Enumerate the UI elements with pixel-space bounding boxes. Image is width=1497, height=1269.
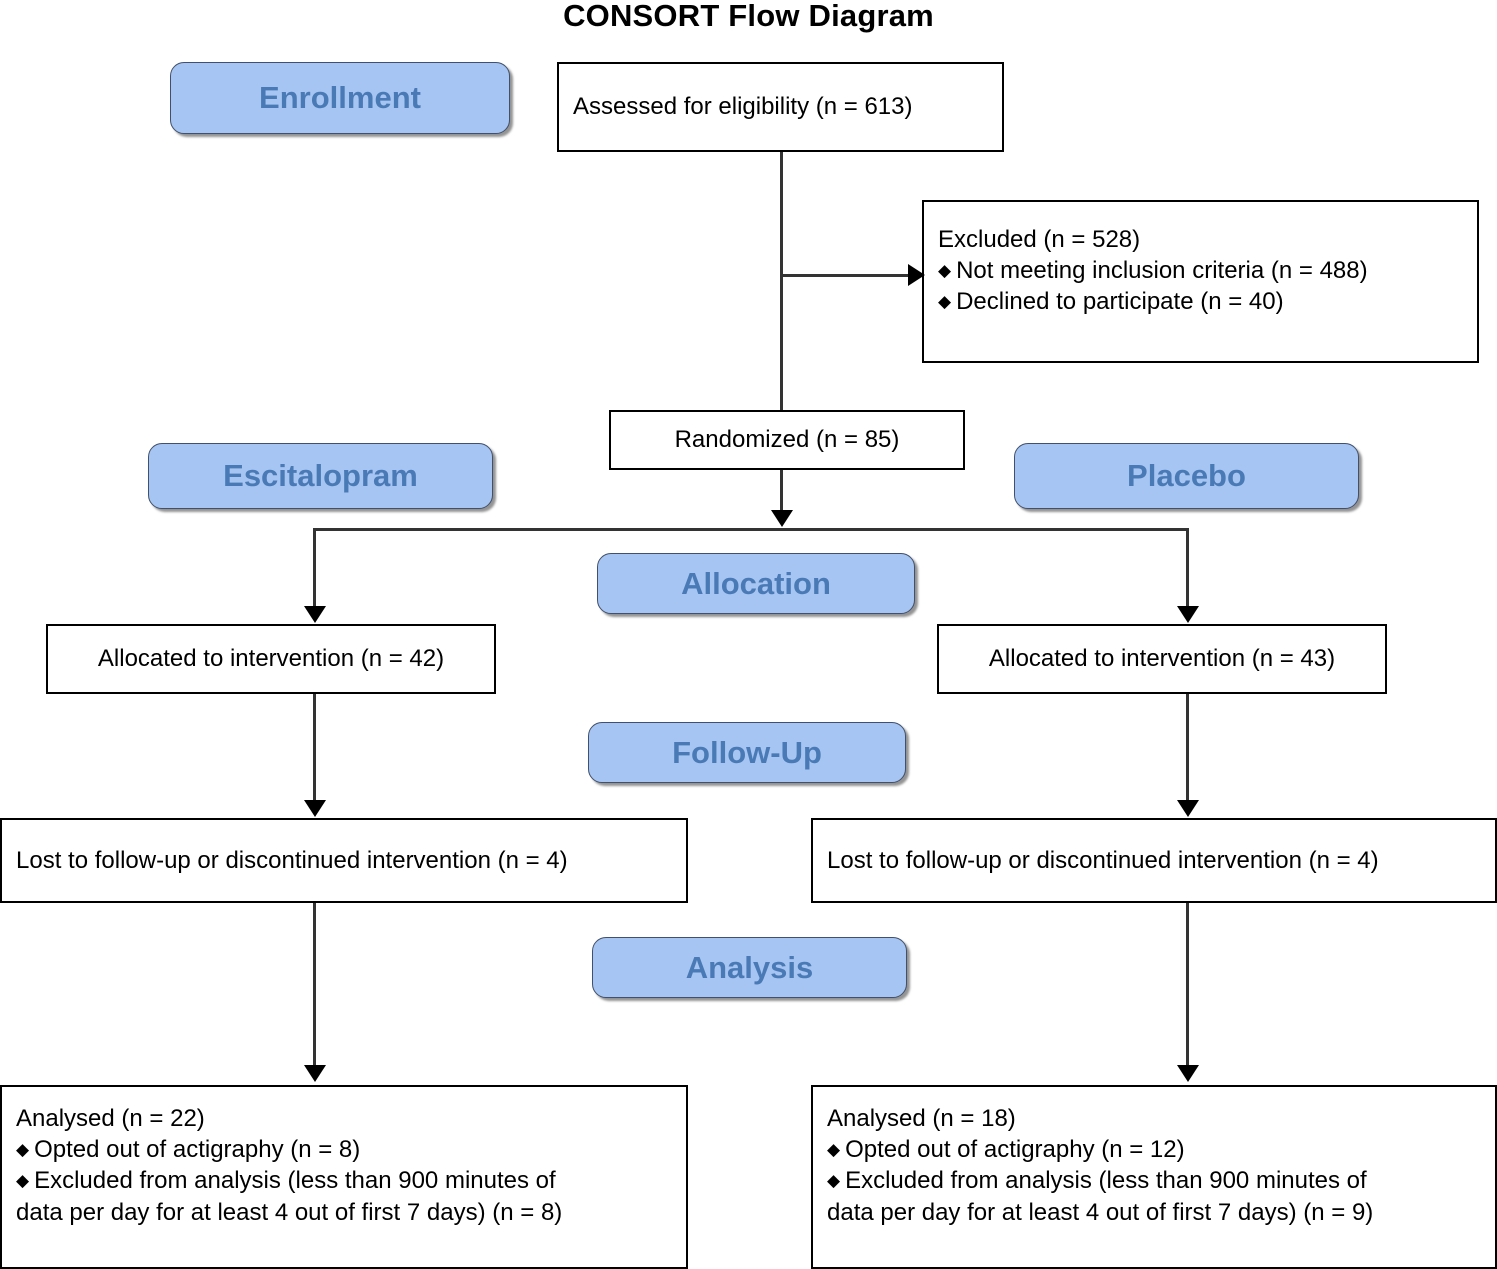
stage-label-allocation: Allocation [681,565,831,601]
stage-label-placebo: Placebo [1127,458,1246,493]
connector-allocated-right-to-lost-right [1186,694,1189,802]
stage-label-escitalopram: Escitalopram [223,458,418,493]
connector-lost-right-to-analysed-right [1186,903,1189,1067]
arrowhead-randomized-to-split [771,510,793,527]
stage-badge-placebo[interactable]: Placebo [1014,443,1359,509]
analysed-left-bullet-2: ◆Excluded from analysis (less than 900 m… [16,1167,556,1195]
excluded-bullet-2: ◆Declined to participate (n = 40) [938,288,1284,316]
bullet-diamond-icon: ◆ [16,1171,30,1191]
bullet-diamond-icon: ◆ [827,1171,841,1191]
allocation-split-bar [313,528,1188,531]
analysed-right-bullet-2-cont: data per day for at least 4 out of first… [827,1198,1374,1226]
bullet-diamond-icon: ◆ [16,1140,30,1160]
allocated-right-text: Allocated to intervention (n = 43) [988,645,1336,673]
connector-to-excluded [780,274,913,277]
arrowhead-analysed-right [1177,1065,1199,1082]
node-randomized: Randomized (n = 85) [609,410,965,470]
excluded-heading: Excluded (n = 528) [938,226,1141,253]
arrowhead-allocated-right [1177,606,1199,623]
arrowhead-lost-left [304,800,326,817]
analysed-right-heading: Analysed (n = 18) [827,1105,1016,1132]
arrowhead-analysed-left [304,1065,326,1082]
node-analysed-left: Analysed (n = 22) ◆Opted out of actigrap… [0,1085,688,1269]
excluded-bullet-1: ◆Not meeting inclusion criteria (n = 488… [938,257,1368,285]
connector-split-to-allocated-left [313,528,316,612]
node-analysed-right: Analysed (n = 18) ◆Opted out of actigrap… [811,1085,1497,1269]
connector-allocated-left-to-lost-left [313,694,316,802]
analysed-left-heading: Analysed (n = 22) [16,1105,205,1132]
stage-label-analysis: Analysis [685,949,814,985]
stage-label-followup: Follow-Up [672,734,822,770]
node-excluded: Excluded (n = 528) ◆Not meeting inclusio… [922,200,1479,363]
assessed-text: Assessed for eligibility (n = 613) [573,93,913,121]
arrowhead-to-excluded [908,264,925,286]
connector-lost-left-to-analysed-left [313,903,316,1067]
randomized-text: Randomized (n = 85) [674,426,900,454]
stage-badge-allocation[interactable]: Allocation [597,553,915,614]
arrowhead-allocated-left [304,606,326,623]
analysed-right-bullet-2: ◆Excluded from analysis (less than 900 m… [827,1167,1367,1195]
analysed-right-bullet-1: ◆Opted out of actigraphy (n = 12) [827,1136,1185,1164]
stage-badge-followup[interactable]: Follow-Up [588,722,906,783]
node-lost-right: Lost to follow-up or discontinued interv… [811,818,1497,903]
page-title: CONSORT Flow Diagram [563,0,934,33]
connector-assessed-to-randomized [780,150,783,410]
bullet-diamond-icon: ◆ [827,1140,841,1160]
node-allocated-right: Allocated to intervention (n = 43) [937,624,1387,694]
analysed-left-bullet-1: ◆Opted out of actigraphy (n = 8) [16,1136,361,1164]
allocated-left-text: Allocated to intervention (n = 42) [97,645,445,673]
stage-label-enrollment: Enrollment [259,80,421,115]
node-lost-left: Lost to follow-up or discontinued interv… [0,818,688,903]
node-allocated-left: Allocated to intervention (n = 42) [46,624,496,694]
arrowhead-lost-right [1177,800,1199,817]
stage-badge-escitalopram[interactable]: Escitalopram [148,443,493,509]
lost-left-text: Lost to follow-up or discontinued interv… [16,846,568,874]
connector-randomized-to-split [780,468,783,512]
node-assessed-for-eligibility: Assessed for eligibility (n = 613) [557,62,1004,152]
analysed-left-bullet-2-cont: data per day for at least 4 out of first… [16,1198,563,1226]
stage-badge-analysis[interactable]: Analysis [592,937,907,998]
stage-badge-enrollment[interactable]: Enrollment [170,62,510,134]
lost-right-text: Lost to follow-up or discontinued interv… [827,846,1379,874]
bullet-diamond-icon: ◆ [938,292,952,312]
connector-split-to-allocated-right [1186,528,1189,612]
bullet-diamond-icon: ◆ [938,261,952,281]
